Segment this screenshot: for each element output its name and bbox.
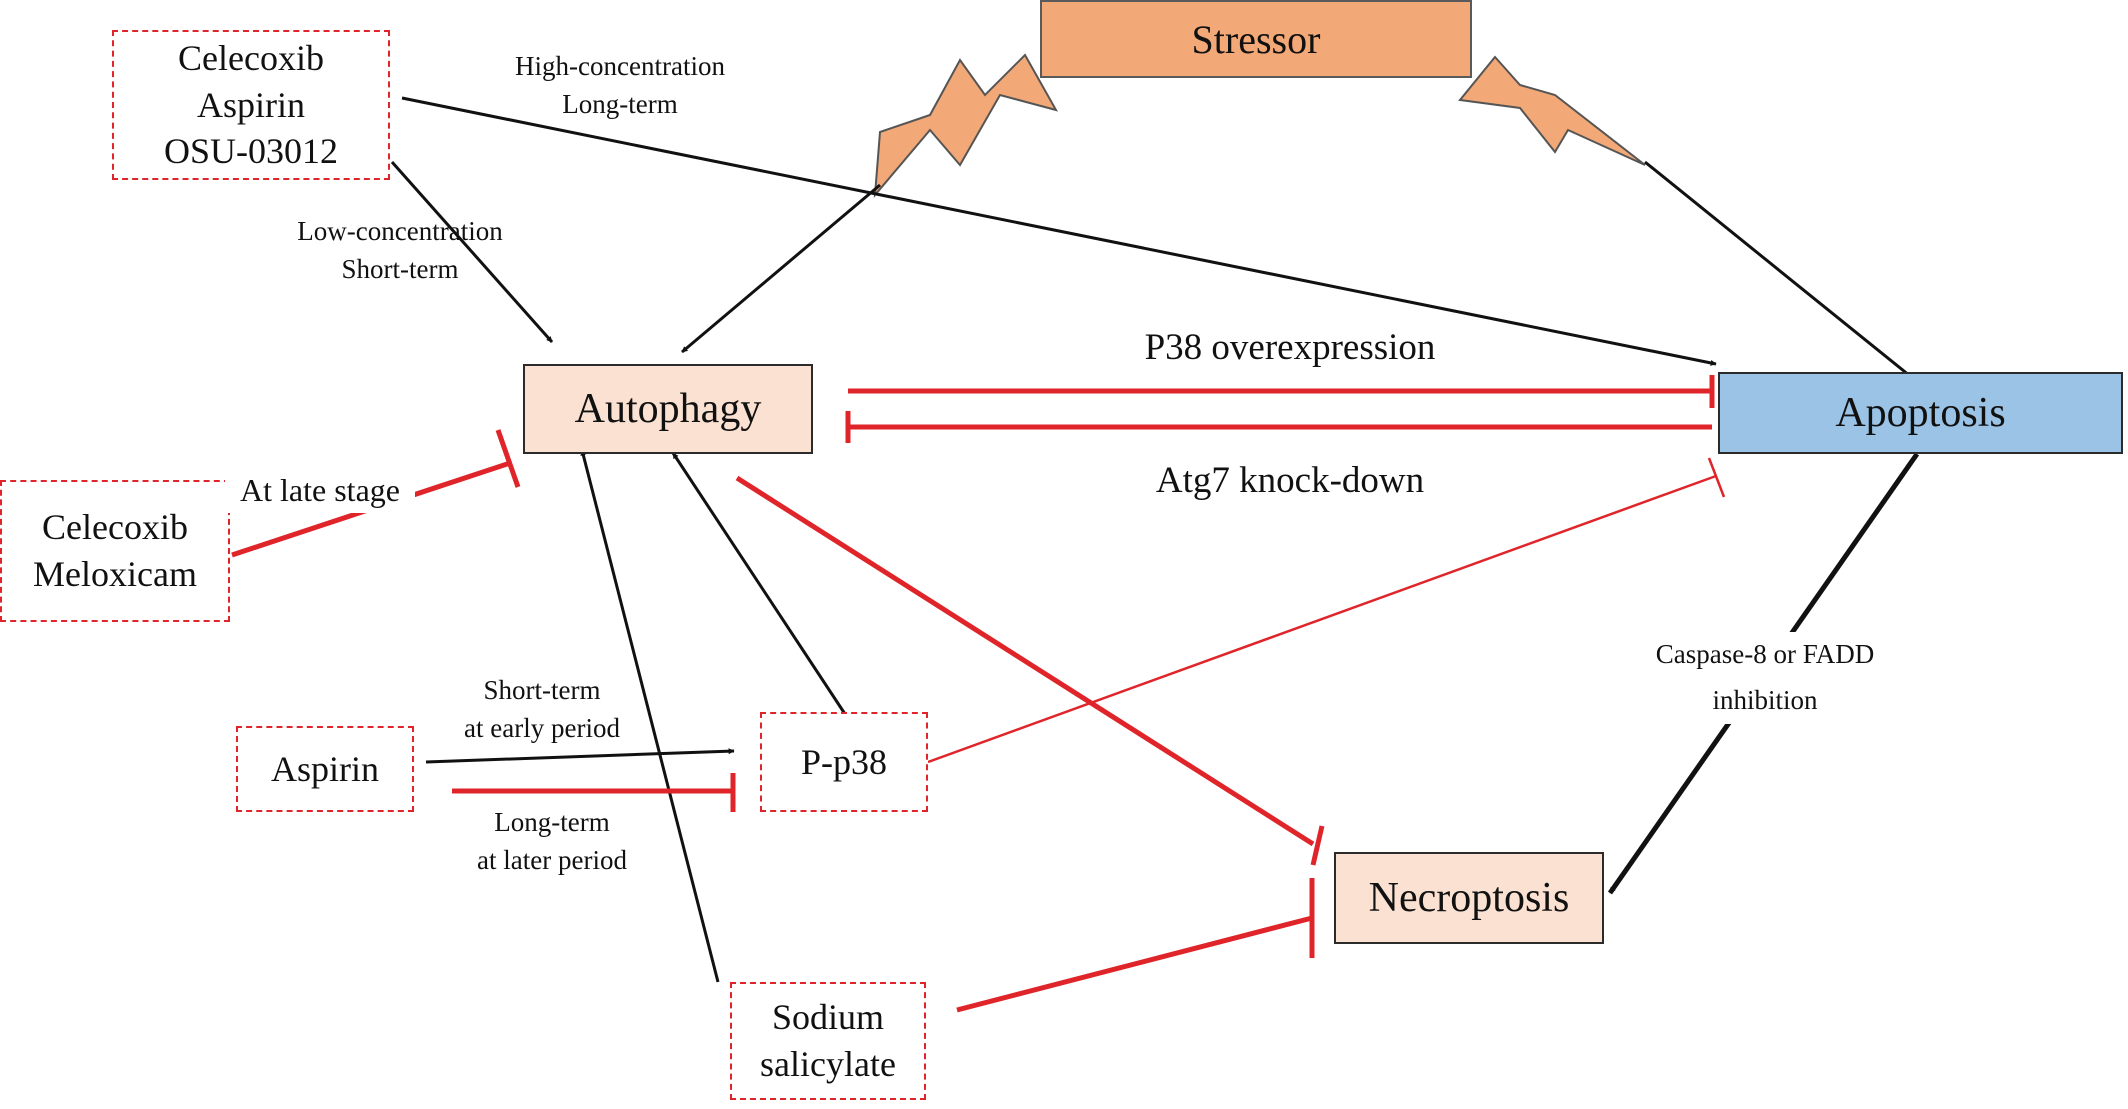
stressor-node: Stressor [1040,0,1472,78]
necroptosis-node: Necroptosis [1334,852,1604,944]
label-low-concentration: Low-concentration Short-term [297,216,503,284]
inhibit-bar-apoptosis-thin [1707,457,1726,498]
arrow-pp38-to-autophagy [671,452,847,715]
label-high-concentration: High-concentration Long-term [515,51,725,119]
inhibit-bar-late-stage [495,429,521,488]
label-long-term-later: Long-term at later period [477,807,627,875]
label-p38-overexpression: P38 overexpression [1144,327,1436,368]
arrow-drugs-to-autophagy [390,161,554,343]
drug-celecoxib-2: Celecoxib [42,507,188,548]
drug-celecoxib: Celecoxib [178,37,324,78]
drug-aspirin-2: Aspirin [271,748,379,789]
drug-meloxicam: Meloxicam [33,554,197,594]
inhibit-bar-necroptosis-top [1310,825,1325,866]
autophagy-label: Autophagy [574,386,762,432]
apoptosis-label: Apoptosis [1835,390,2006,436]
arrow-stressor-to-apoptosis [1644,160,1916,382]
inhibit-salicylate-to-necroptosis [956,915,1313,1013]
arrow-drugs-to-apoptosis [401,96,1717,366]
autophagy-node: Autophagy [523,364,813,454]
drug-salicylate: salicylate [760,1044,896,1084]
drug-osu-03012: OSU-03012 [163,131,338,172]
stressor-label: Stressor [1191,16,1321,62]
pp38-label: P-p38 [800,741,887,782]
arrow-salicylate-to-autophagy [580,449,720,983]
drug-aspirin: Aspirin [197,84,305,125]
drug-box-top-left: Celecoxib Aspirin OSU-03012 [112,30,390,180]
drug-box-aspirin: Aspirin [236,726,414,812]
apoptosis-node: Apoptosis [1718,372,2123,454]
drug-box-sodium-salicylate: Sodium salicylate [730,982,926,1100]
lightning-bolt-right-icon [1458,55,1646,166]
label-at-late-stage: At late stage [225,468,415,513]
drug-sodium: Sodium [771,997,885,1038]
drug-box-mid-left: Celecoxib Meloxicam [0,480,230,622]
necroptosis-label: Necroptosis [1368,875,1570,921]
label-atg7-knockdown: Atg7 knock-down [1155,460,1425,501]
arrow-stressor-to-autophagy [681,183,881,354]
arrow-aspirin-to-pp38 [425,748,735,764]
label-short-term-early: Short-term at early period [464,675,620,743]
lightning-bolt-left-icon [873,53,1059,199]
inhibit-autophagy-to-necroptosis [735,475,1315,847]
inhibit-pp38-to-apoptosis [927,474,1717,764]
pp38-node: P-p38 [760,712,928,812]
label-caspase-inhibition: Caspase-8 or FADD inhibition [1640,632,1890,724]
